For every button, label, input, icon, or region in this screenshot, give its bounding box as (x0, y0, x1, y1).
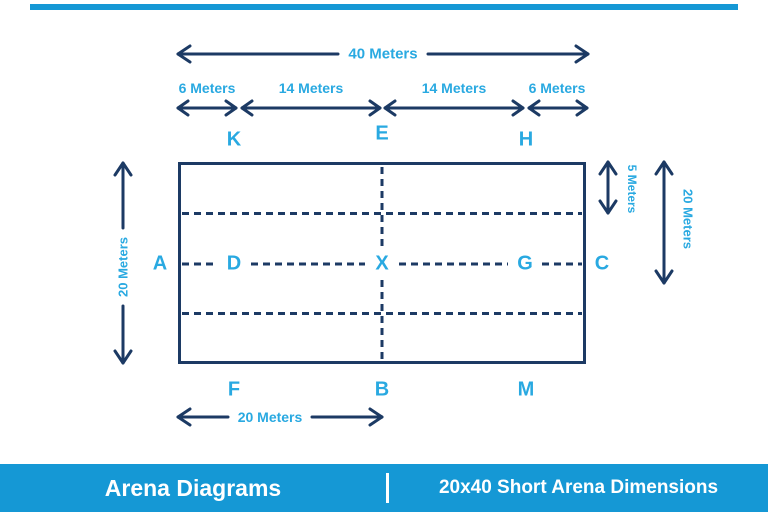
arrow-14m-left (240, 99, 382, 117)
marker-G: G (517, 252, 533, 275)
segment-14m-right-label: 14 Meters (421, 80, 487, 96)
arrow-20m-right (654, 160, 674, 285)
arena-outline (178, 162, 586, 364)
arrow-6m-right (527, 99, 589, 117)
arrow-6m-left (176, 99, 238, 117)
left-height-label: 20 Meters (115, 237, 131, 297)
arrow-20m-bottom (176, 407, 384, 427)
arrow-14m-right (383, 99, 525, 117)
marker-K: K (226, 128, 242, 151)
marker-D: D (226, 252, 242, 275)
marker-X: X (375, 252, 389, 275)
marker-E: E (375, 122, 389, 145)
footer-divider (386, 473, 389, 503)
segment-6m-left-label: 6 Meters (178, 80, 236, 96)
footer-diagram-title: 20x40 Short Arena Dimensions (438, 477, 719, 498)
right-height-label: 20 Meters (680, 189, 696, 249)
footer-brand-title: Arena Diagrams (104, 474, 282, 501)
marker-M: M (517, 378, 535, 401)
arrow-20m-left (113, 161, 133, 365)
segment-6m-right-label: 6 Meters (528, 80, 586, 96)
bottom-half-label: 20 Meters (237, 409, 303, 425)
marker-H: H (518, 128, 534, 151)
marker-B: B (374, 378, 390, 401)
arrow-40m (176, 44, 590, 64)
footer-bar: Arena Diagrams 20x40 Short Arena Dimensi… (0, 464, 768, 512)
arrow-5m-right (598, 160, 618, 215)
segment-14m-left-label: 14 Meters (278, 80, 344, 96)
total-length-label: 40 Meters (348, 45, 418, 63)
marker-A: A (152, 252, 168, 275)
top-accent-bar (30, 4, 738, 10)
right-quarter-label: 5 Meters (625, 164, 639, 214)
marker-C: C (594, 252, 610, 275)
marker-F: F (227, 378, 241, 401)
